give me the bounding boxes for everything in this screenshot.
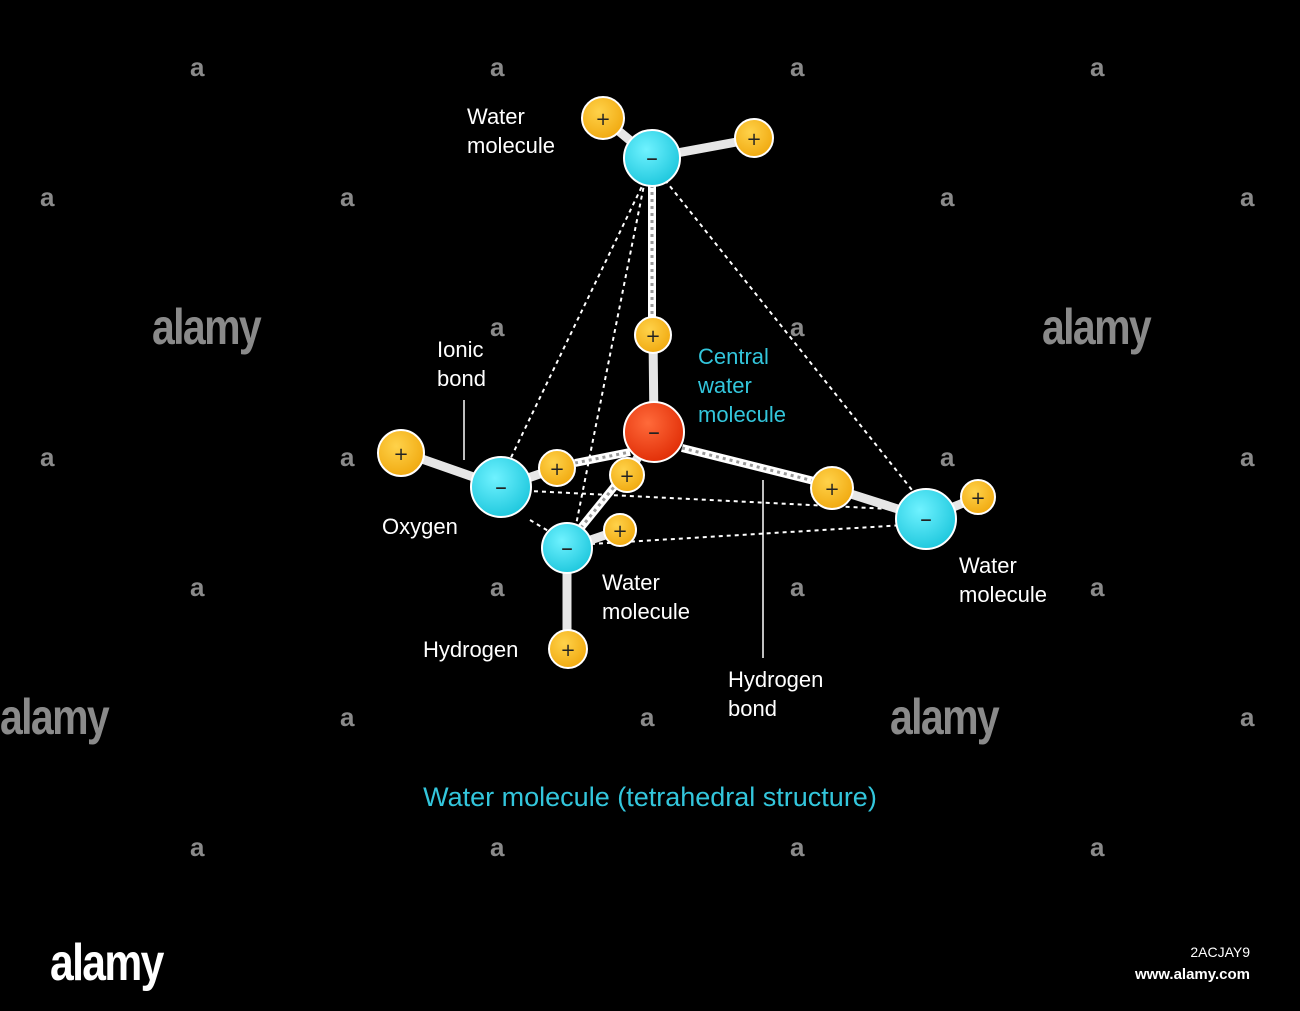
tetrahedron-edge	[504, 179, 646, 471]
watermark-mark: a	[1240, 702, 1255, 732]
plus-charge: +	[549, 459, 564, 480]
hydrogen-atom	[960, 479, 996, 515]
watermark-logo: alamy	[890, 689, 1000, 745]
watermark-mark: a	[340, 182, 355, 212]
watermark-mark: a	[640, 702, 655, 732]
watermark-mark: a	[790, 52, 805, 82]
watermark-mark: a	[340, 702, 355, 732]
watermark-mark: a	[1240, 182, 1255, 212]
watermark-logo: alamy	[152, 299, 262, 355]
ionic-bond-label: Ionic bond	[437, 337, 486, 391]
oxygen-atom-central	[623, 401, 685, 463]
hydrogen-bond-label: Hydrogen bond	[728, 667, 824, 721]
minus-charge: –	[561, 534, 573, 562]
watermark-mark: a	[40, 182, 55, 212]
plus-charge: +	[746, 129, 761, 150]
plus-charge: +	[612, 521, 627, 542]
plus-charge: +	[393, 444, 408, 465]
stock-logo: alamy	[50, 934, 164, 992]
hydrogen-atom	[810, 466, 854, 510]
hydrogen-bond	[573, 481, 620, 536]
watermark-mark: a	[190, 572, 205, 602]
hydrogen-label: Hydrogen	[423, 637, 519, 662]
hydrogen-atom	[548, 629, 588, 669]
oxygen-atom-top	[623, 129, 681, 187]
watermark-mark: a	[790, 572, 805, 602]
front-water-label: Water molecule	[602, 570, 691, 624]
plus-charge: +	[619, 466, 634, 487]
hydrogen-atom	[538, 449, 576, 487]
hydrogen-bond	[681, 446, 819, 484]
tetrahedron-edge	[509, 489, 911, 511]
stock-image-id: 2ACJAY9	[1190, 944, 1250, 960]
stock-url: www.alamy.com	[1134, 966, 1250, 983]
right-water-label: Water molecule	[959, 553, 1048, 607]
minus-charge: –	[920, 505, 932, 533]
plus-charge: +	[970, 488, 985, 509]
plus-charge: +	[824, 479, 839, 500]
central-water-label: Central water molecule	[698, 344, 787, 427]
watermark-mark: a	[1240, 442, 1255, 472]
oxygen-label: Oxygen	[382, 514, 458, 539]
watermark-mark: a	[490, 572, 505, 602]
hydrogen-atom	[609, 457, 645, 493]
plus-charge: +	[595, 109, 610, 130]
watermark-mark: a	[790, 832, 805, 862]
watermark-mark: a	[1090, 832, 1105, 862]
hydrogen-atom	[603, 513, 637, 547]
tetrahedron-edge	[574, 179, 646, 531]
oxygen-atom-front	[541, 522, 593, 574]
watermark-mark: a	[490, 832, 505, 862]
diagram-title: Water molecule (tetrahedral structure)	[423, 782, 877, 812]
hydrogen-atom	[377, 429, 425, 477]
top-water-label: Water molecule	[467, 104, 556, 158]
tetrahedron-edge	[574, 524, 906, 546]
watermark-mark: a	[490, 52, 505, 82]
plus-charge: +	[560, 640, 575, 661]
watermark-logo: alamy	[1042, 299, 1152, 355]
oxygen-atom-right	[895, 488, 957, 550]
watermark-logo: alamy	[0, 689, 110, 745]
hydrogen-atom	[634, 316, 672, 354]
oxygen-atom-left	[470, 456, 532, 518]
watermark-mark: a	[340, 442, 355, 472]
watermark-mark: a	[790, 312, 805, 342]
watermark-mark: a	[940, 442, 955, 472]
hydrogen-bond	[574, 450, 631, 465]
watermark-mark: a	[490, 312, 505, 342]
hydrogen-atom	[734, 118, 774, 158]
minus-charge: –	[495, 473, 507, 501]
watermark-mark: a	[190, 832, 205, 862]
watermark-mark: a	[940, 182, 955, 212]
watermark-mark: a	[40, 442, 55, 472]
watermark-mark: a	[190, 52, 205, 82]
minus-charge: –	[648, 418, 660, 446]
minus-charge: –	[646, 144, 658, 172]
watermark-mark: a	[1090, 52, 1105, 82]
watermark-mark: a	[1090, 572, 1105, 602]
plus-charge: +	[645, 326, 660, 347]
hydrogen-atom	[581, 96, 625, 140]
